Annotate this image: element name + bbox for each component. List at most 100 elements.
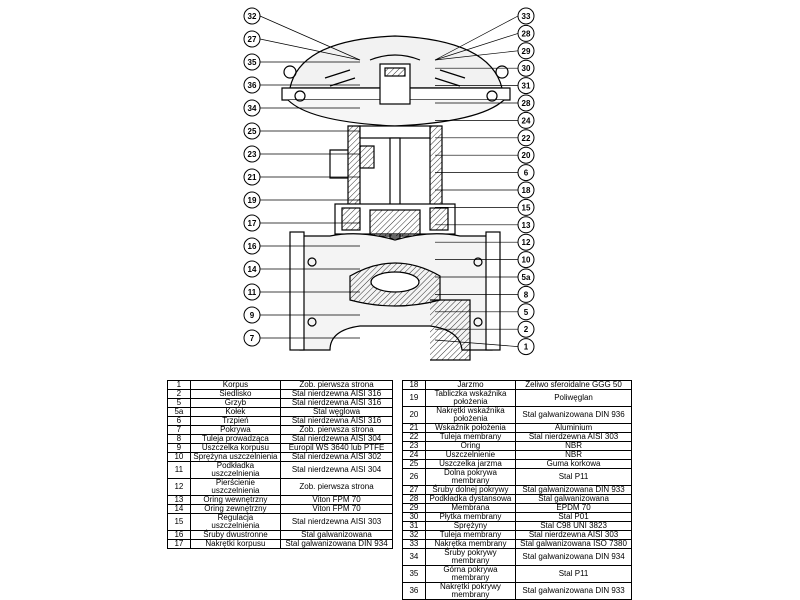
callout-label: 8 (524, 290, 529, 299)
part-material: Stal P11 (515, 565, 632, 583)
part-number: 15 (167, 513, 191, 531)
callout-circle (243, 145, 261, 163)
part-name: Dolna pokrywa membrany (424, 468, 517, 486)
callout-label: 1 (524, 343, 529, 352)
part-number: 33 (402, 539, 426, 549)
callout-label: 20 (522, 151, 531, 160)
callout-label: 9 (250, 311, 255, 320)
callout-circle (243, 7, 261, 25)
callout-label: 27 (248, 35, 257, 44)
part-number: 20 (402, 406, 426, 424)
leader-line (434, 50, 519, 61)
part-material: Zob. pierwsza strona (280, 478, 393, 496)
part-name: Nakrętki korpusu (189, 539, 282, 549)
part-material: Stal nierdzewna AISI 304 (280, 461, 393, 479)
callout-circle (517, 129, 535, 147)
callout-label: 6 (524, 169, 529, 178)
callout-circle (243, 260, 261, 278)
part-material: Żeliwo sferoidalne GGG 50 (515, 380, 632, 390)
callout-label: 14 (248, 265, 257, 274)
callout-circle (517, 233, 535, 251)
callout-label: 16 (248, 242, 257, 251)
callout-circle (243, 214, 261, 232)
callout-label: 34 (248, 104, 257, 113)
callout-circle (243, 53, 261, 71)
callout-label: 22 (522, 134, 531, 143)
callout-label: 2 (524, 325, 529, 334)
callout-label: 31 (522, 82, 531, 91)
callout-label: 11 (248, 288, 257, 297)
callout-circle (517, 94, 535, 112)
part-material: Stal P11 (515, 468, 632, 486)
callout-circle (517, 77, 535, 95)
valve-body (289, 231, 501, 361)
callout-label: 28 (522, 99, 531, 108)
callout-circle (517, 111, 535, 129)
leader-line (434, 15, 519, 61)
part-material: Poliwęglan (515, 389, 632, 407)
part-material: Stal nierdzewna AISI 303 (280, 513, 393, 531)
part-name: Pierścienie uszczelnienia (189, 478, 282, 496)
callout-label: 10 (522, 256, 531, 265)
callout-circle (517, 338, 535, 356)
callout-circle (517, 251, 535, 269)
leader-line (259, 15, 361, 61)
callout-label: 19 (248, 196, 257, 205)
callout-label: 23 (248, 150, 257, 159)
callout-label: 15 (522, 203, 531, 212)
part-number: 26 (402, 468, 426, 486)
callout-label: 25 (248, 127, 257, 136)
part-material: Stal galwanizowana DIN 934 (515, 548, 632, 566)
part-name: Regulacja uszczelnienia (189, 513, 282, 531)
callout-circle (517, 181, 535, 199)
callout-circle (243, 306, 261, 324)
callout-circle (243, 76, 261, 94)
callout-label: 36 (248, 81, 257, 90)
callout-circle (243, 237, 261, 255)
callout-circle (517, 42, 535, 60)
callout-label: 13 (522, 221, 531, 230)
callout-circle (517, 216, 535, 234)
part-number: 25 (402, 459, 426, 469)
part-number: 17 (167, 539, 191, 549)
part-name: Tabliczka wskaźnika położenia (424, 389, 517, 407)
part-name: Nakrętki wskaźnika położenia (424, 406, 517, 424)
callout-label: 12 (522, 238, 531, 247)
callout-circle (517, 198, 535, 216)
callout-circle (243, 30, 261, 48)
part-material: Stal galwanizowana ISO 7380 (515, 539, 632, 549)
callout-label: 21 (248, 173, 257, 182)
leader-line (434, 33, 519, 61)
leader-line (434, 339, 519, 347)
callout-circle (517, 146, 535, 164)
callout-label: 24 (522, 116, 531, 125)
callout-circle (517, 164, 535, 182)
actuator-housing (281, 35, 511, 127)
callout-label: 30 (522, 64, 531, 73)
callout-circle (243, 283, 261, 301)
callout-label: 5 (524, 308, 529, 317)
callout-circle (517, 303, 535, 321)
callout-circle (517, 59, 535, 77)
part-material: Viton FPM 70 (280, 504, 393, 514)
bonnet (334, 203, 456, 237)
callout-circle (517, 268, 535, 286)
part-material: Stal galwanizowana DIN 934 (280, 539, 393, 549)
callout-label: 33 (522, 12, 531, 21)
